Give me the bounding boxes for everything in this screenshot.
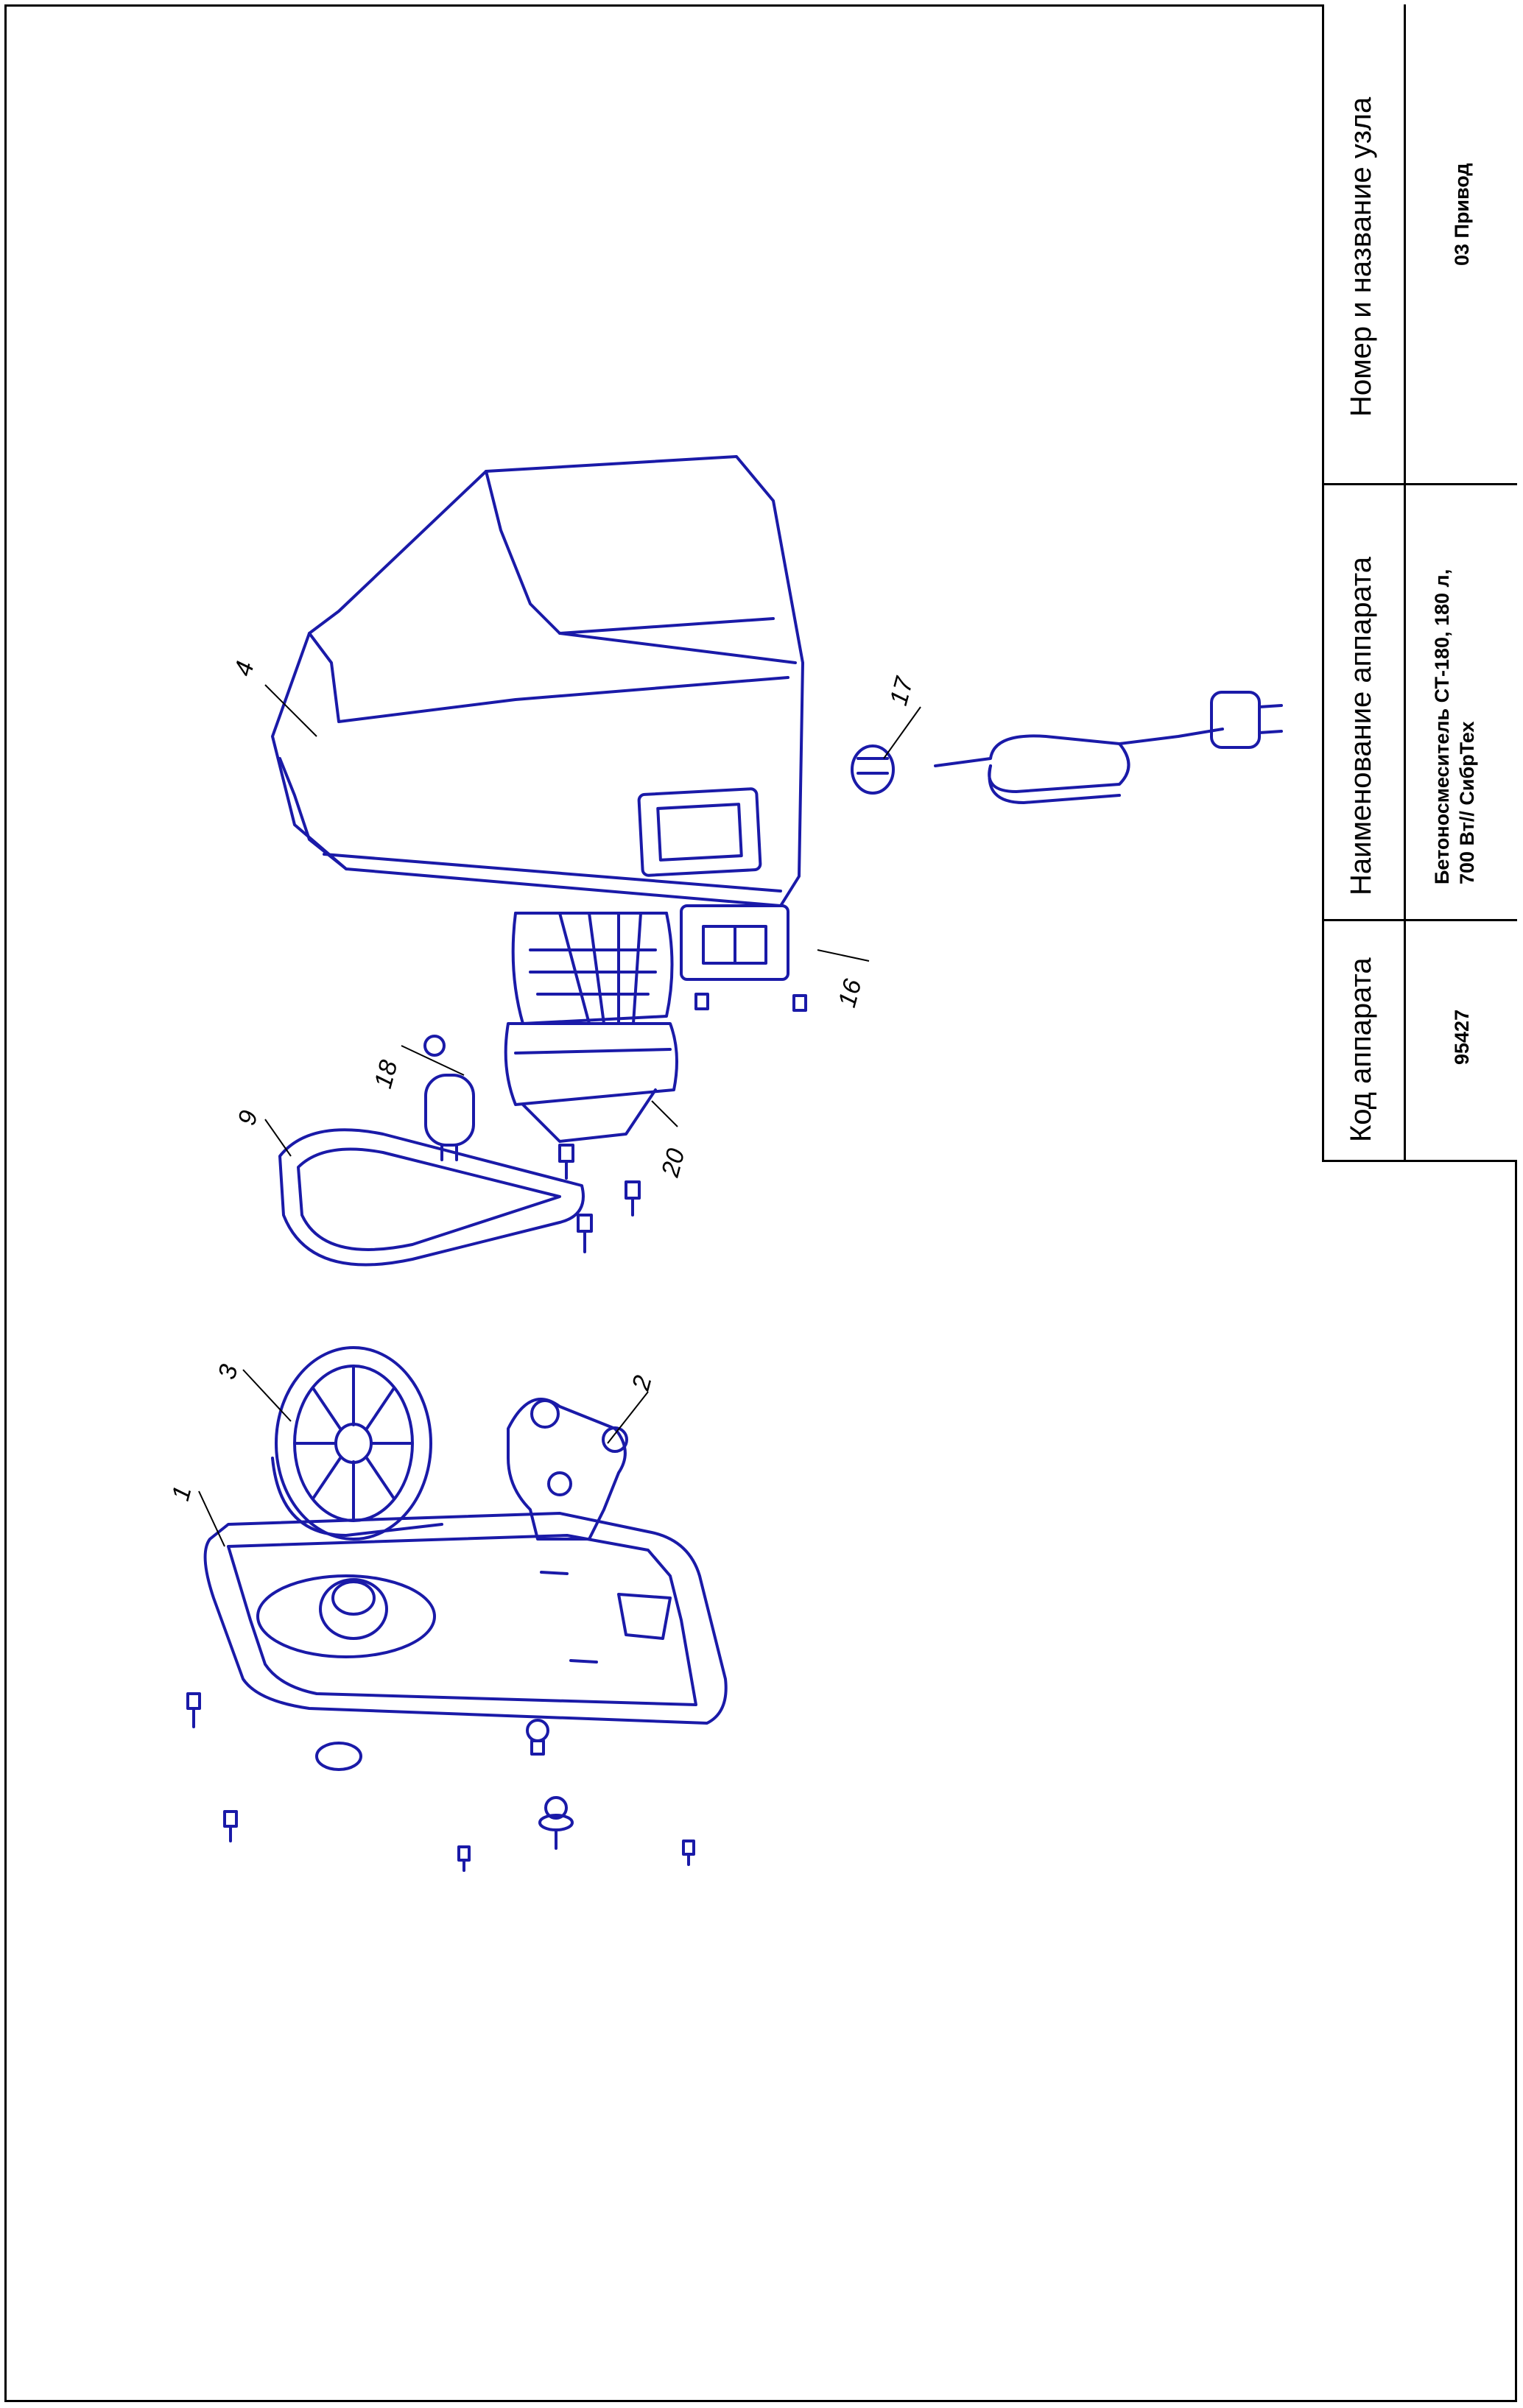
callout-labels: 4 16 17 18 9 20 1 3 2 <box>166 658 919 1504</box>
base-plate <box>203 1512 728 1725</box>
bearing-bracket <box>507 1398 628 1541</box>
switch-box <box>680 904 789 981</box>
motor-cover <box>271 455 804 907</box>
fasteners-base <box>186 1692 695 1872</box>
callout-leaders <box>198 684 921 1547</box>
cable-gland <box>851 744 895 795</box>
callout-3: 3 <box>213 1362 244 1382</box>
callout-9: 9 <box>233 1108 264 1128</box>
callout-1: 1 <box>166 1483 197 1504</box>
callout-17: 17 <box>884 674 919 708</box>
motor <box>504 912 678 1143</box>
fasteners-motor <box>423 993 807 1253</box>
callout-16: 16 <box>833 976 868 1010</box>
pulley <box>271 1346 443 1541</box>
drive-belt <box>278 1128 585 1267</box>
callout-4: 4 <box>229 658 260 679</box>
power-cord <box>934 691 1283 804</box>
callout-2: 2 <box>627 1373 658 1394</box>
drawing-sheet <box>4 4 1517 2402</box>
callout-20: 20 <box>656 1146 691 1180</box>
title-block: Код аппарата 95427 Наименование аппарата… <box>1322 4 1517 1162</box>
callout-18: 18 <box>369 1057 404 1091</box>
